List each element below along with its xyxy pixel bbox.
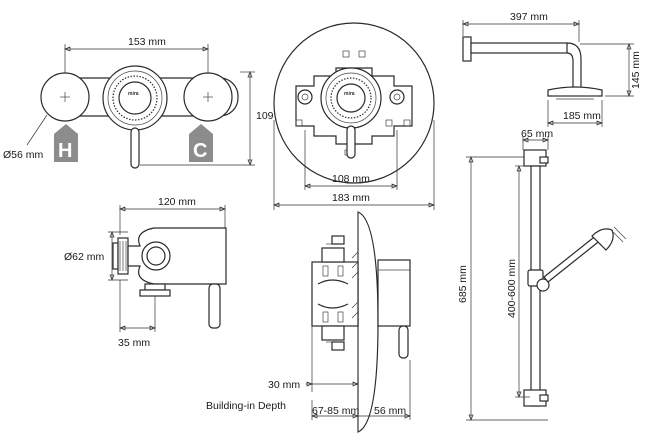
shower-head-arm: 397 mm 145 mm 185 mm xyxy=(462,11,642,127)
concealed-valve-front-view: mira 108 mm 183 mm xyxy=(273,22,435,210)
building-in-depth-label: Building-in Depth xyxy=(206,400,286,412)
dim-62: Ø62 mm xyxy=(64,251,105,263)
dim-400-600: 400-600 mm xyxy=(506,259,518,318)
concealed-side-view: 30 mm 67-85 mm 56 mm Building-in Depth xyxy=(206,211,411,433)
hot-badge xyxy=(54,124,78,162)
dim-56-depth: 56 mm xyxy=(374,405,406,417)
dim-397: 397 mm xyxy=(510,11,548,23)
dim-685: 685 mm xyxy=(457,265,469,303)
riser-rail: 65 mm 685 mm 400-600 mm xyxy=(457,128,627,421)
cold-badge xyxy=(189,124,213,162)
dim-183: 183 mm xyxy=(332,192,370,204)
brand-text-concealed: mira xyxy=(344,91,355,97)
dim-35: 35 mm xyxy=(118,337,150,349)
cold-label: C xyxy=(193,140,207,162)
dim-67-85: 67-85 mm xyxy=(312,405,360,417)
hot-label: H xyxy=(58,140,72,162)
dim-65: 65 mm xyxy=(521,128,553,140)
bar-valve-front-view: 153 mm mira 109 mm Ø56 mm H C xyxy=(3,36,294,169)
dim-30: 30 mm xyxy=(268,379,300,391)
dim-153: 153 mm xyxy=(128,36,166,48)
dim-108: 108 mm xyxy=(332,173,370,185)
dim-185: 185 mm xyxy=(563,110,601,122)
dim-56: Ø56 mm xyxy=(3,149,44,161)
brand-text-bar: mira xyxy=(128,91,139,97)
dim-145: 145 mm xyxy=(630,51,642,89)
bar-valve-side-view: 120 mm Ø62 mm 35 mm xyxy=(64,196,227,349)
dim-120: 120 mm xyxy=(158,196,196,208)
